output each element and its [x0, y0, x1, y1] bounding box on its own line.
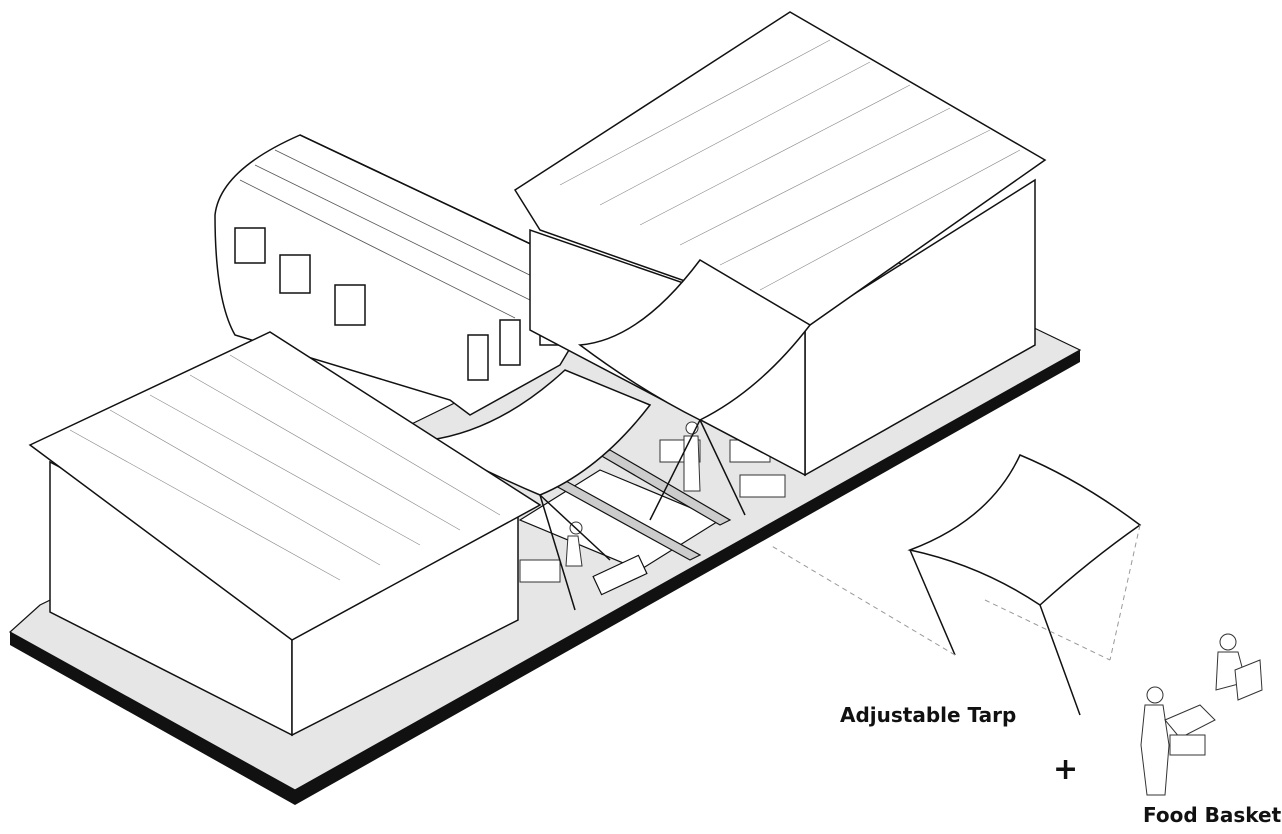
food-basket-label: Food Basket — [1143, 803, 1282, 827]
center-tarps — [427, 259, 812, 611]
plus-sign: + — [1053, 752, 1079, 787]
adjustable-tarp-label: Adjustable Tarp — [840, 703, 1017, 727]
food-basket-figures — [1140, 633, 1263, 796]
standalone-tarp — [769, 454, 1142, 716]
railway-track — [518, 449, 732, 596]
left-building — [28, 331, 542, 737]
